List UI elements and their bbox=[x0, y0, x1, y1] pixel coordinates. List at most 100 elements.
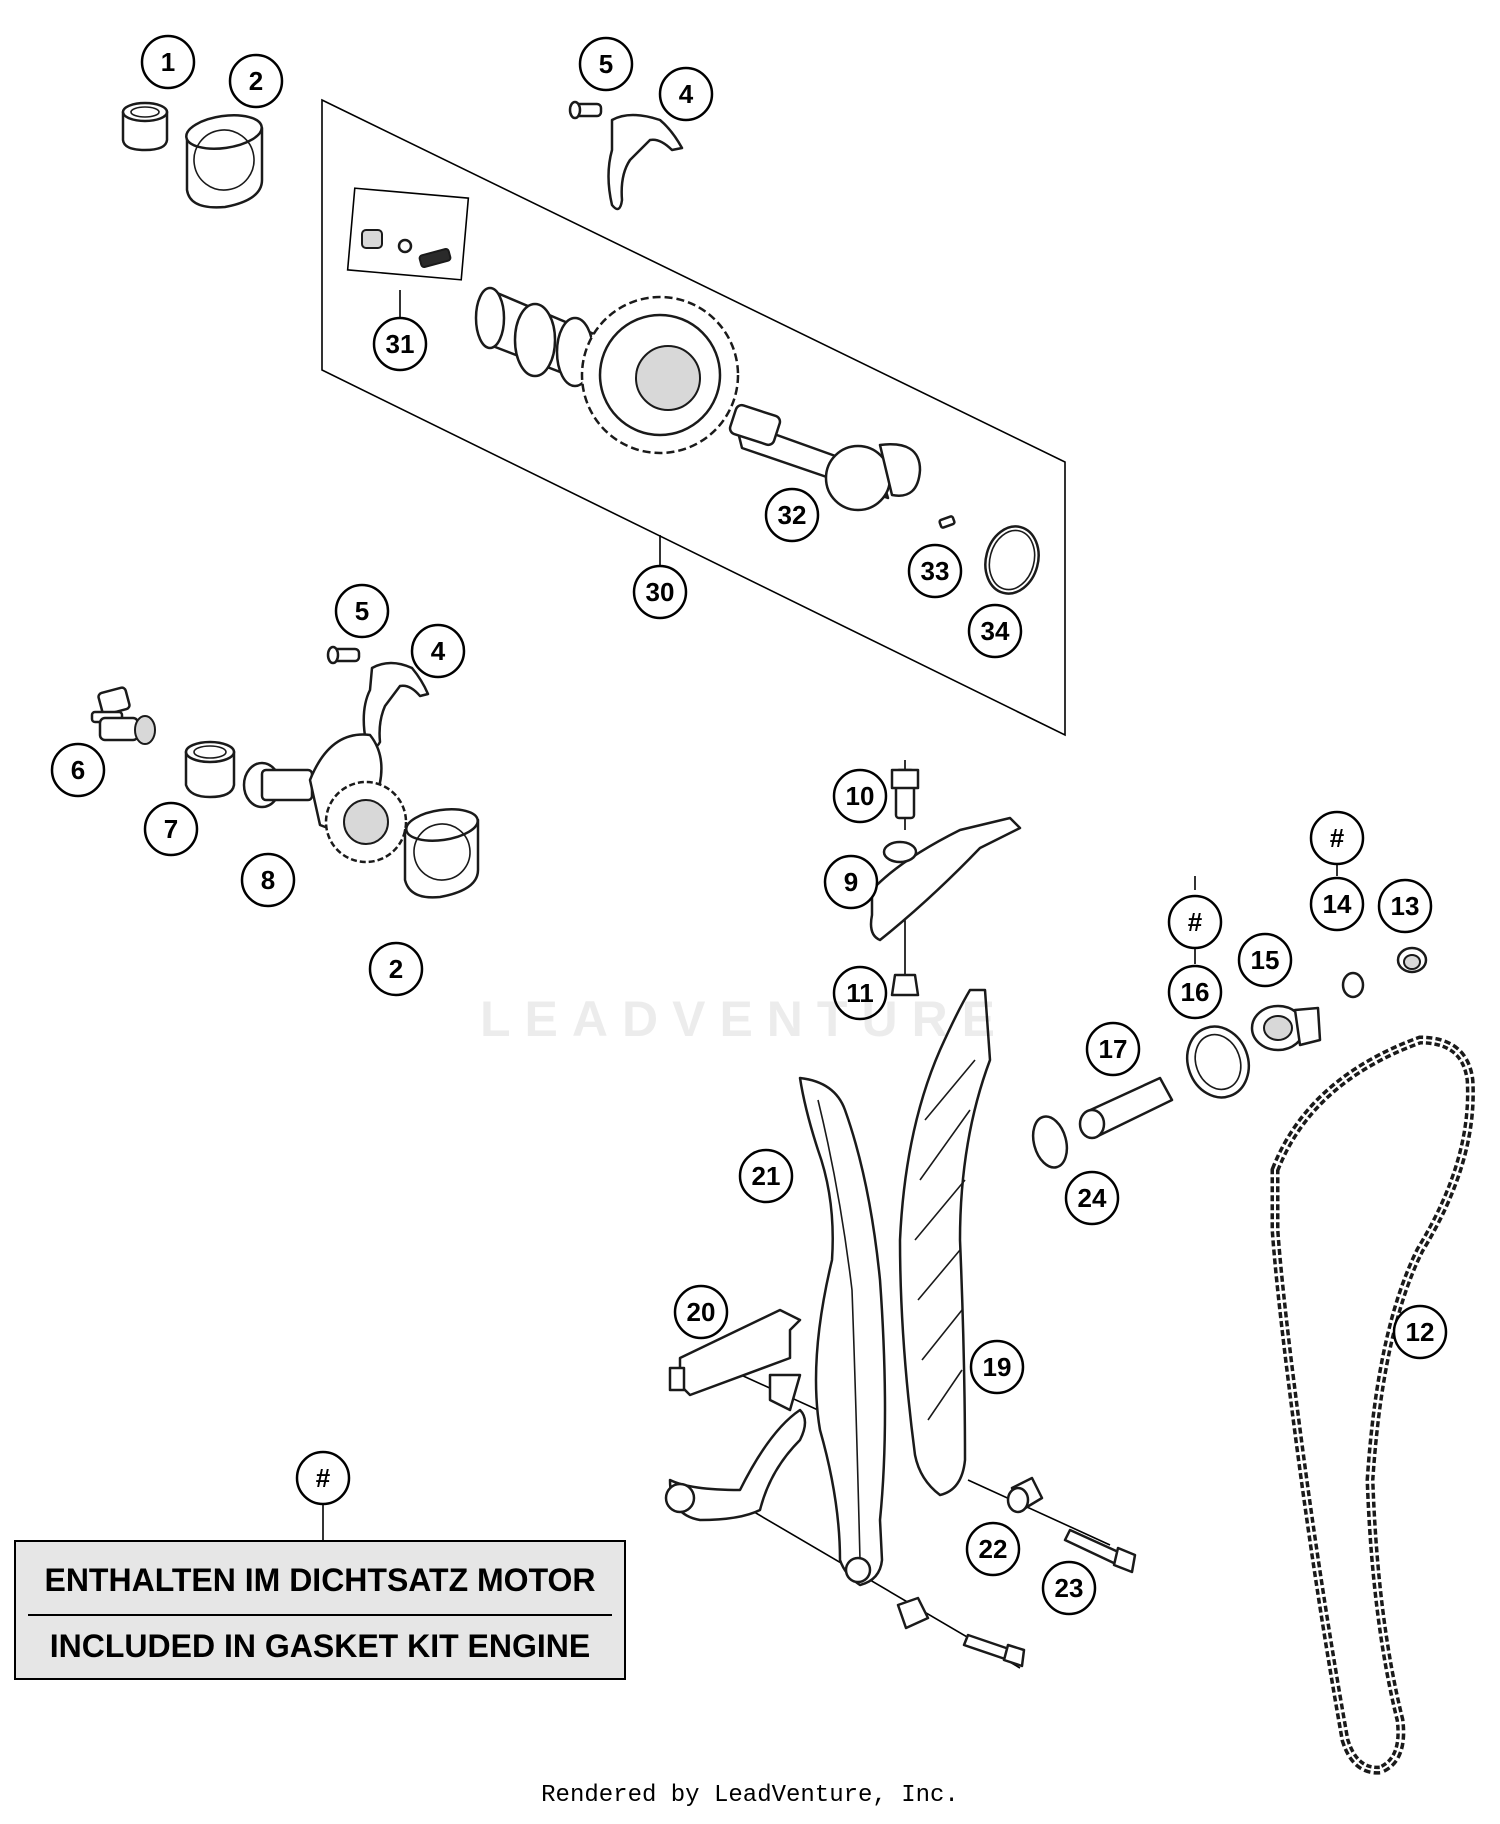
part-8-balancer-shaft bbox=[242, 733, 408, 864]
svg-text:#: # bbox=[316, 1463, 331, 1493]
callout-gasket-hash: # bbox=[295, 1450, 351, 1506]
callout-1: 1 bbox=[140, 34, 196, 90]
callout-30: 30 bbox=[632, 564, 688, 620]
callout-14: 14 bbox=[1309, 876, 1365, 932]
legend-divider bbox=[28, 1614, 612, 1616]
part-11-nut bbox=[890, 973, 920, 997]
part-6-decompression-valve bbox=[90, 686, 156, 745]
part-9-guide-rail bbox=[869, 816, 1022, 942]
legend-text-german: ENTHALTEN IM DICHTSATZ MOTOR bbox=[44, 1562, 596, 1598]
part-31-valve bbox=[361, 229, 452, 269]
callout-10: 10 bbox=[832, 768, 888, 824]
callout-32: 32 bbox=[764, 487, 820, 543]
callout-24: 24 bbox=[1064, 1170, 1120, 1226]
svg-text:5: 5 bbox=[599, 49, 613, 79]
callout-8: 8 bbox=[240, 852, 296, 908]
footer-credit: Rendered by LeadVenture, Inc. bbox=[541, 1782, 959, 1809]
part-16-gasket bbox=[1185, 1025, 1251, 1099]
callout-20: 20 bbox=[673, 1284, 729, 1340]
svg-text:#: # bbox=[1188, 907, 1203, 937]
svg-text:24: 24 bbox=[1078, 1183, 1107, 1213]
callout-11: 11 bbox=[832, 965, 888, 1021]
callout-2-top: 2 bbox=[228, 53, 284, 109]
svg-text:12: 12 bbox=[1406, 1317, 1435, 1347]
callout-5-mid: 5 bbox=[334, 583, 390, 639]
svg-text:4: 4 bbox=[679, 79, 694, 109]
lower-chain-guide bbox=[664, 1373, 807, 1522]
lower-screw bbox=[962, 1633, 1026, 1668]
svg-text:33: 33 bbox=[921, 556, 950, 586]
callout-5-top: 5 bbox=[578, 36, 634, 92]
callout-7: 7 bbox=[143, 801, 199, 857]
svg-text:34: 34 bbox=[981, 616, 1010, 646]
part-2-bearing-mid bbox=[403, 808, 480, 899]
callout-4-mid: 4 bbox=[410, 623, 466, 679]
svg-text:21: 21 bbox=[752, 1161, 781, 1191]
svg-text:2: 2 bbox=[249, 66, 263, 96]
callout-23: 23 bbox=[1041, 1560, 1097, 1616]
part-20-sliding-rail bbox=[668, 1308, 802, 1397]
part-14-o-ring bbox=[1341, 971, 1365, 999]
camshaft-gear-assembly bbox=[474, 286, 922, 512]
part-4-bracket-mid bbox=[362, 661, 430, 749]
callout-2-mid: 2 bbox=[368, 941, 424, 997]
svg-text:15: 15 bbox=[1251, 945, 1280, 975]
svg-text:13: 13 bbox=[1391, 891, 1420, 921]
svg-text:2: 2 bbox=[389, 954, 403, 984]
svg-text:8: 8 bbox=[261, 865, 275, 895]
svg-text:7: 7 bbox=[164, 814, 178, 844]
callout-15: 15 bbox=[1237, 932, 1293, 988]
part-22-sleeve bbox=[1006, 1476, 1044, 1514]
svg-text:5: 5 bbox=[355, 596, 369, 626]
lower-sleeve bbox=[896, 1596, 930, 1630]
legend-text-english: INCLUDED IN GASKET KIT ENGINE bbox=[49, 1628, 591, 1664]
part-24-o-ring bbox=[1031, 1115, 1069, 1169]
callout-4-top: 4 bbox=[658, 66, 714, 122]
part-10-screw bbox=[890, 768, 920, 820]
svg-text:31: 31 bbox=[386, 329, 415, 359]
part-21-tensioner-rail bbox=[798, 1076, 887, 1587]
callout-6: 6 bbox=[50, 742, 106, 798]
svg-text:23: 23 bbox=[1055, 1573, 1084, 1603]
part-5-screw-top bbox=[568, 100, 603, 120]
part-19-guide-rail bbox=[898, 988, 992, 1497]
callout-31: 31 bbox=[372, 316, 428, 372]
svg-text:14: 14 bbox=[1323, 889, 1352, 919]
part-1-bearing bbox=[121, 101, 169, 152]
svg-text:32: 32 bbox=[778, 500, 807, 530]
part-12-timing-chain bbox=[1270, 1035, 1475, 1775]
part-13-plug bbox=[1396, 946, 1428, 974]
callout-19: 19 bbox=[969, 1339, 1025, 1395]
part-23-screw bbox=[1063, 1528, 1137, 1574]
svg-text:11: 11 bbox=[846, 978, 874, 1008]
svg-text:30: 30 bbox=[646, 577, 675, 607]
svg-text:1: 1 bbox=[161, 47, 175, 77]
callout-12: 12 bbox=[1392, 1304, 1448, 1360]
callout-16-hash: # bbox=[1167, 894, 1223, 950]
part-34-circlip bbox=[984, 525, 1040, 595]
svg-text:19: 19 bbox=[983, 1352, 1012, 1382]
part-15-screw-plug bbox=[1250, 1004, 1322, 1052]
callout-21: 21 bbox=[738, 1148, 794, 1204]
part-5-screw-mid bbox=[326, 645, 361, 665]
svg-text:6: 6 bbox=[71, 755, 85, 785]
gasket-kit-legend: ENTHALTEN IM DICHTSATZ MOTOR INCLUDED IN… bbox=[14, 1540, 626, 1680]
callout-13: 13 bbox=[1377, 878, 1433, 934]
svg-text:4: 4 bbox=[431, 636, 446, 666]
svg-text:17: 17 bbox=[1099, 1034, 1128, 1064]
svg-text:9: 9 bbox=[844, 867, 858, 897]
part-7-bearing bbox=[184, 740, 236, 799]
svg-text:10: 10 bbox=[846, 781, 875, 811]
callout-16: 16 bbox=[1167, 964, 1223, 1020]
part-17-tensioner-piston bbox=[1078, 1076, 1174, 1140]
watermark: LEADVENTURE bbox=[480, 991, 1010, 1047]
check-valve-subframe bbox=[346, 187, 470, 281]
svg-text:22: 22 bbox=[979, 1534, 1008, 1564]
callout-9: 9 bbox=[823, 854, 879, 910]
camshaft-assembly-frame bbox=[321, 98, 1066, 737]
part-33-pin bbox=[938, 515, 956, 529]
svg-text:16: 16 bbox=[1181, 977, 1210, 1007]
svg-text:20: 20 bbox=[687, 1297, 716, 1327]
callout-22: 22 bbox=[965, 1521, 1021, 1577]
